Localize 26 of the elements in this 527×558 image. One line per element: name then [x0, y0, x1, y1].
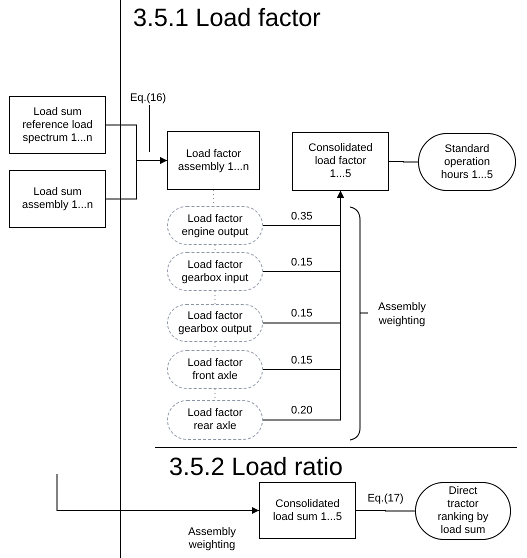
terminal-pill: Direct tractor ranking by load sum: [415, 482, 511, 540]
edge-label: 0.35: [290, 210, 314, 223]
dashed-pill: Load factor front axle: [167, 350, 263, 389]
dashed-pill: Load factor gearbox output: [167, 304, 263, 342]
process-box: Consolidated load sum 1...5: [259, 482, 356, 539]
arrow: [56, 474, 260, 514]
process-box: Load sum assembly 1...n: [9, 170, 106, 228]
edge-label: Eq.(17): [366, 492, 405, 506]
dotted-connector: [214, 290, 216, 304]
process-box: Load sum reference load spectrum 1...n: [9, 96, 106, 154]
annotation-text: Assembly weighting: [377, 300, 427, 328]
arrow: [262, 190, 344, 420]
edge-label: 0.15: [290, 256, 314, 269]
dotted-connector: [214, 244, 216, 252]
dashed-pill: Load factor engine output: [167, 206, 263, 245]
edge-label: 0.15: [290, 354, 314, 367]
annotation-text: Eq.(16): [130, 91, 166, 106]
dotted-connector: [214, 388, 216, 400]
dashed-pill: Load factor rear axle: [167, 400, 263, 440]
section-heading: 3.5.2 Load ratio: [169, 455, 343, 480]
section-heading: 3.5.1 Load factor: [133, 6, 321, 31]
process-box: Consolidated load factor 1...5: [292, 132, 389, 191]
terminal-pill: Standard operation hours 1...5: [418, 133, 516, 191]
process-box: Load factor assembly 1...n: [167, 131, 260, 190]
arrow: [106, 157, 168, 200]
dashed-pill: Load factor gearbox input: [167, 252, 263, 291]
